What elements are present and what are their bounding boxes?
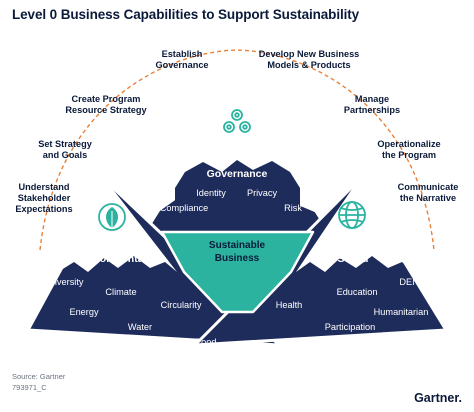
capability-line: the Program [381, 150, 437, 160]
environmental-item-food: Food [196, 337, 217, 347]
capability-line: Communicate [397, 182, 459, 192]
capability-create-program: Create Program Resource Strategy [57, 94, 155, 116]
governance-mountain [138, 83, 336, 242]
capability-line: Governance [155, 60, 209, 70]
environmental-item-circularity: Circularity [161, 300, 202, 310]
source-note: Source: Gartner [12, 372, 66, 381]
capability-line: Understand [18, 182, 70, 192]
capability-line: and Goals [42, 150, 88, 160]
capability-arc [39, 49, 435, 251]
governance-item-risk: Risk [284, 203, 302, 213]
governance-item-privacy: Privacy [247, 188, 278, 198]
capability-line: the Narrative [399, 193, 457, 203]
capability-line: Set Strategy [38, 139, 92, 149]
capability-set-strategy: Set Strategy and Goals [26, 139, 104, 161]
core-line-2: Business [215, 253, 260, 264]
sustainable-business-core [160, 230, 315, 314]
social-item-humanitarian: Humanitarian [374, 307, 429, 317]
leaf-icon [98, 203, 126, 231]
environmental-heading: Environmental [74, 253, 147, 265]
capability-line: Create Program [71, 94, 141, 104]
capability-manage-partnerships: Manage Partnerships [334, 94, 410, 116]
governance-item-identity: Identity [196, 188, 226, 198]
gears-icon [223, 109, 251, 133]
capability-line: Stakeholder [17, 193, 71, 203]
governance-item-compliance: Compliance [160, 203, 209, 213]
capability-line: Expectations [15, 204, 73, 214]
capability-line: Manage [354, 94, 390, 104]
capability-line: Develop New Business [258, 49, 360, 59]
capability-line: Establish [161, 49, 203, 59]
capability-line: Partnerships [343, 105, 401, 115]
core-line-1: Sustainable [209, 240, 266, 251]
diagram-title: Level 0 Business Capabilities to Support… [12, 7, 360, 22]
social-item-health: Health [276, 300, 303, 310]
social-item-participation: Participation [325, 322, 376, 332]
capability-establish-governance: Establish Governance [137, 49, 227, 71]
social-heading: Social [338, 253, 369, 265]
environmental-item-climate: Climate [105, 287, 136, 297]
capability-line: Operationalize [377, 139, 441, 149]
capability-line: Models & Products [267, 60, 351, 70]
social-item-education: Education [337, 287, 378, 297]
environmental-item-water: Water [128, 322, 152, 332]
gartner-logo: Gartner. [414, 391, 462, 405]
environmental-item-biodiversity: Biodiversity [37, 277, 84, 287]
social-item-poverty: Poverty [282, 337, 314, 347]
governance-heading: Governance [207, 168, 268, 180]
capability-line: Resource Strategy [65, 105, 147, 115]
capability-understand-stakeholder: Understand Stakeholder Expectations [4, 182, 84, 215]
environmental-item-energy: Energy [69, 307, 99, 317]
capability-develop-new-business: Develop New Business Models & Products [246, 49, 372, 71]
figure-code: 793971_C [12, 383, 47, 392]
capability-communicate-narrative: Communicate the Narrative [386, 182, 470, 204]
globe-icon [338, 201, 366, 229]
capability-operationalize: Operationalize the Program [366, 139, 452, 161]
social-item-dei: DEI [399, 277, 414, 287]
